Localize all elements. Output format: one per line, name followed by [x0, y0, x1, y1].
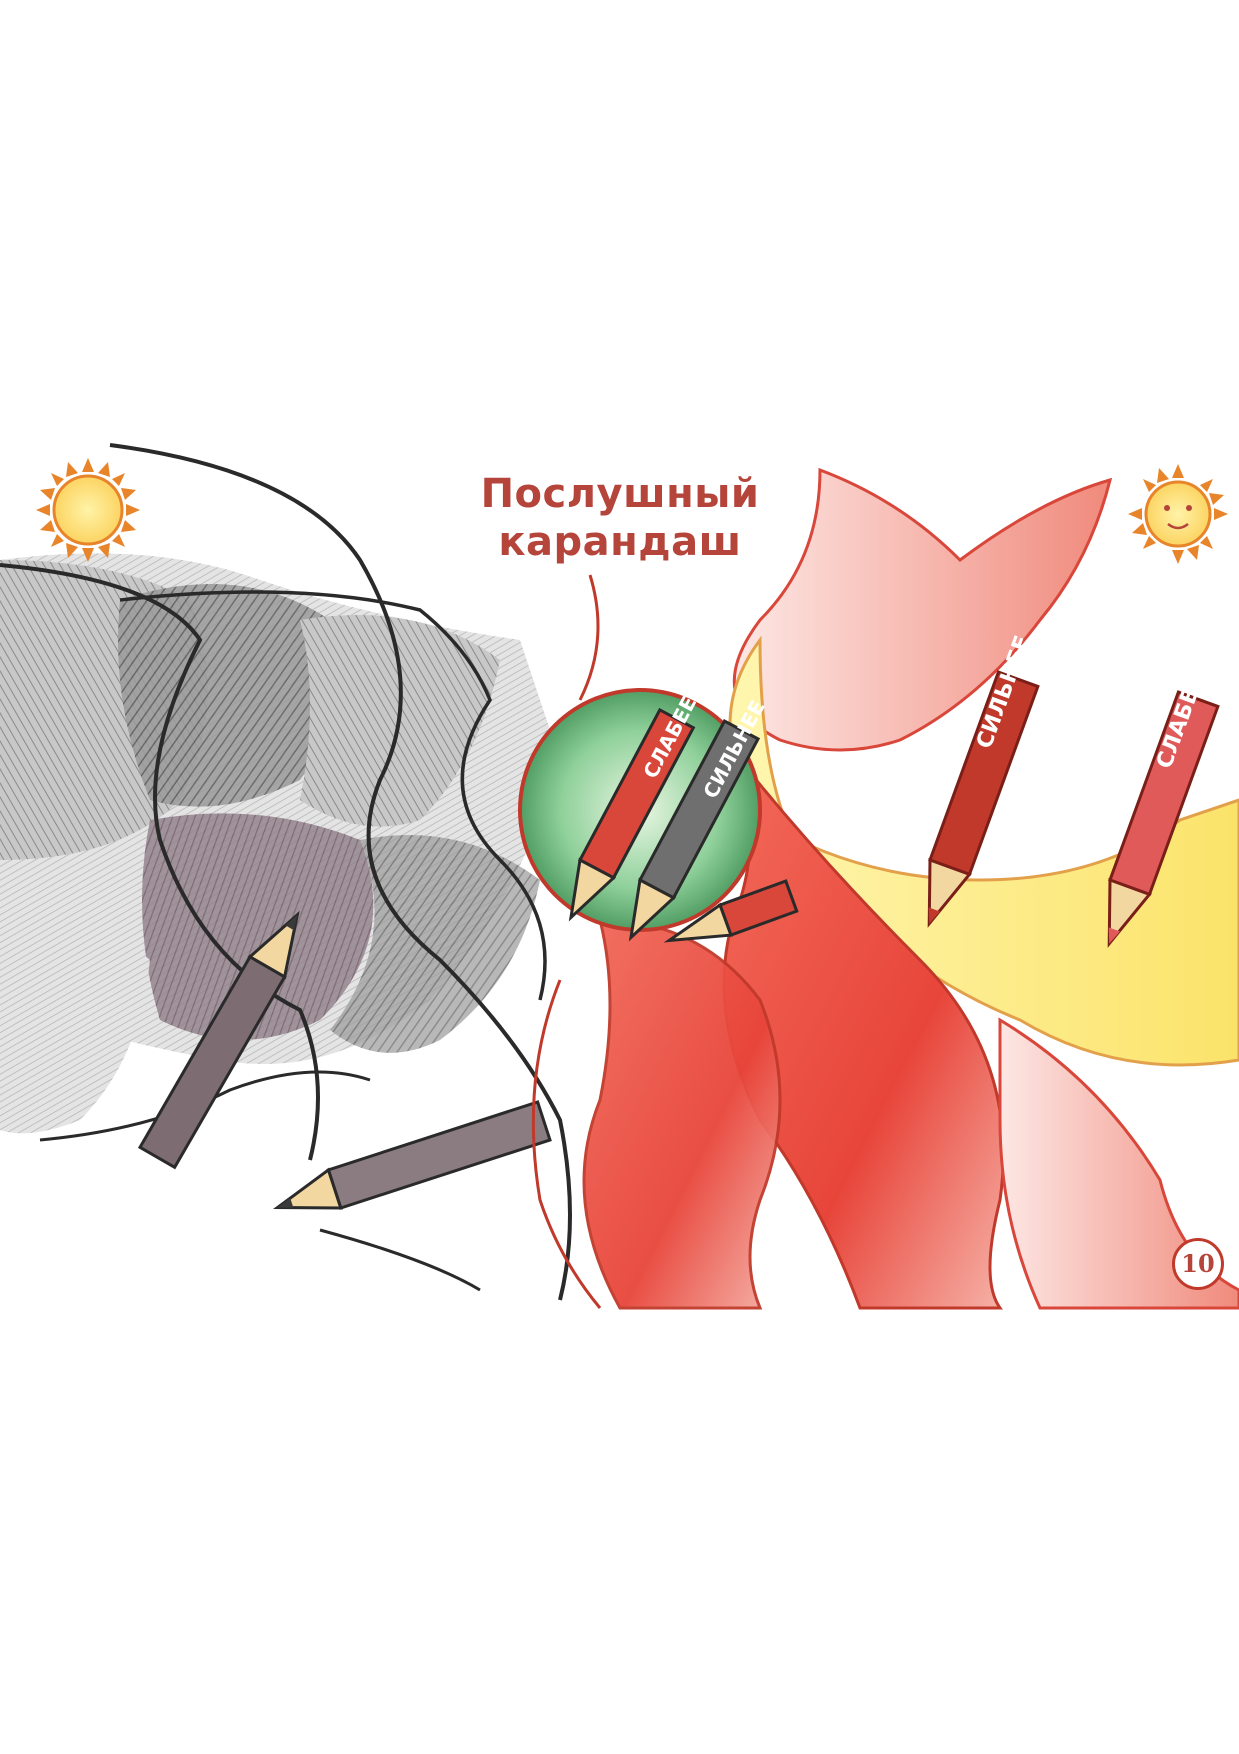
- sun-icon: [36, 458, 140, 562]
- page-number-badge: 10: [1172, 1238, 1224, 1290]
- medallion: [518, 688, 799, 943]
- sun-face-icon: [1128, 464, 1228, 564]
- title-line-1: Послушный: [480, 471, 760, 517]
- graphite-drawing: [0, 443, 572, 1301]
- page-title: Послушный карандаш: [470, 470, 770, 566]
- red-pencil-stronger: [927, 670, 1040, 928]
- graphite-pencil-left: [137, 910, 300, 1170]
- red-pencil-weaker: [1107, 690, 1220, 948]
- graphite-pencil-bottom: [273, 1100, 552, 1210]
- title-line-2: карандаш: [498, 519, 742, 565]
- color-drawing: [531, 467, 1239, 1310]
